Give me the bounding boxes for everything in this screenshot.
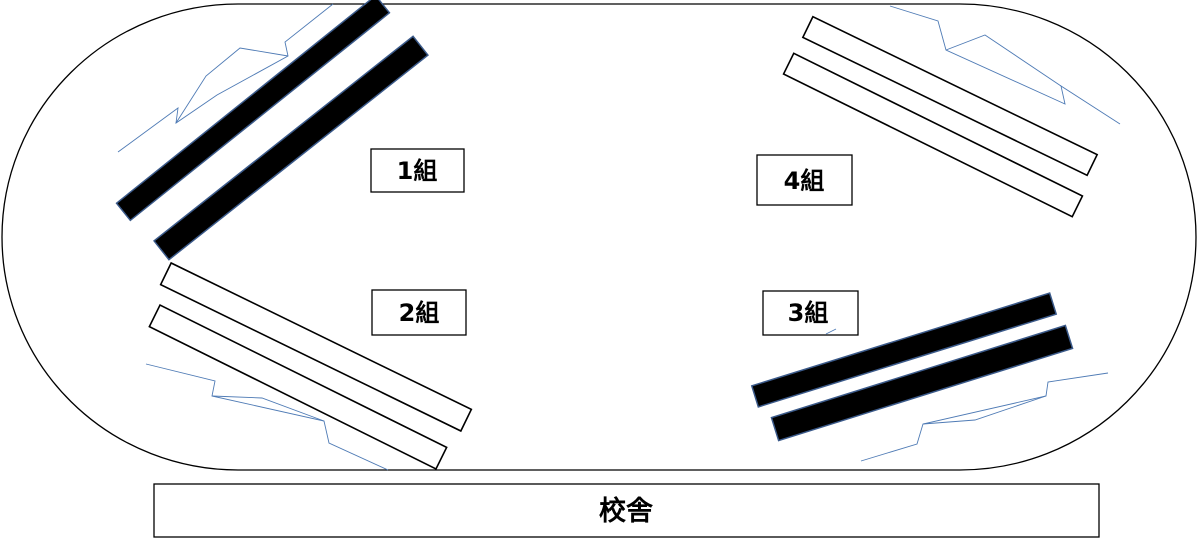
group1-bench-area xyxy=(115,0,429,261)
group3-bench-2 xyxy=(770,324,1074,442)
group4-bench-2 xyxy=(782,52,1084,218)
group4-zigzag-line xyxy=(889,5,1121,125)
group2-label-box: 2組 xyxy=(371,289,467,336)
group2-label: 2組 xyxy=(399,299,440,327)
group3-zigzag-line xyxy=(860,372,1109,462)
group3-label-box: 3組 xyxy=(762,290,859,336)
group3-zigzag-line-2 xyxy=(922,395,1047,425)
school-building-box: 校舎 xyxy=(153,483,1100,538)
group4-zigzag-line-2 xyxy=(945,34,1062,87)
group1-bench-2 xyxy=(153,35,429,261)
group2-bench-2 xyxy=(148,304,448,470)
group4-label: 4組 xyxy=(784,167,825,195)
group1-label: 1組 xyxy=(397,157,438,185)
group1-zigzag-line xyxy=(117,3,334,153)
group1-zigzag-line-2 xyxy=(175,47,289,124)
group2-bench-area xyxy=(145,261,473,471)
group2-zigzag-line xyxy=(145,363,389,471)
group2-zigzag-line-2 xyxy=(211,395,325,422)
school-building-label: 校舎 xyxy=(599,495,653,527)
group3-label-mark xyxy=(825,328,837,335)
group4-bench-area xyxy=(782,5,1121,218)
track-outline xyxy=(1,3,1197,471)
group3-label: 3組 xyxy=(788,299,829,327)
group4-label-box: 4組 xyxy=(756,154,853,206)
group1-label-box: 1組 xyxy=(370,148,465,193)
group4-bench-1 xyxy=(801,15,1099,177)
group2-bench-1 xyxy=(159,261,473,433)
group3-bench-area xyxy=(750,292,1109,462)
group1-bench-1 xyxy=(115,0,391,222)
group3-bench-1 xyxy=(750,292,1058,408)
